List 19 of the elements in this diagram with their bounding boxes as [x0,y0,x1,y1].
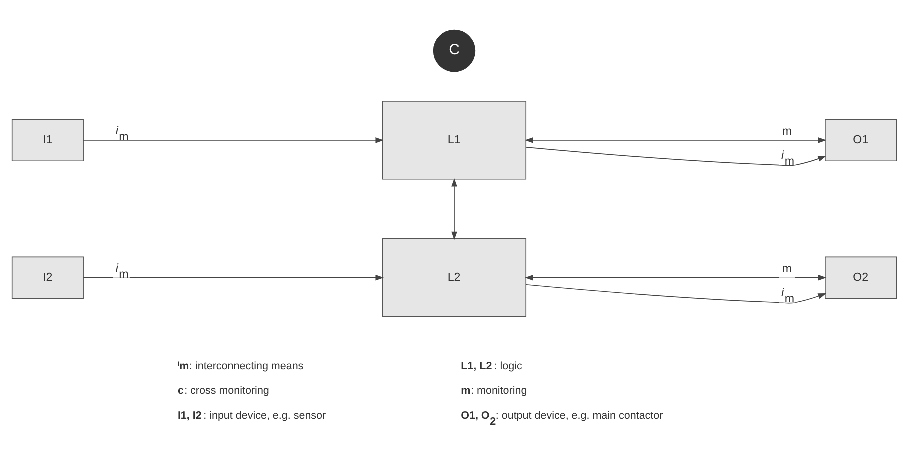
node-box: O2 [825,256,898,299]
arrow [83,274,384,281]
node-box: I1 [12,119,84,162]
edge-label: m [782,126,792,138]
node-box: O1 [825,119,898,162]
node-box: L1 [382,101,527,180]
arrow [452,178,458,240]
label: L1, L2: logic [461,360,522,372]
node-box: L2 [382,238,527,318]
label: m: monitoring [461,385,528,398]
label: c: cross monitoring [178,385,270,398]
arrow [525,274,827,281]
node-box: I2 [12,256,84,299]
edge-label: m [782,264,792,276]
label: $^{i}$m: interconnecting means [178,360,304,372]
node-circle: C [433,30,476,72]
label: I1, I2: input device, e.g. sensor [178,410,326,422]
arrow [525,138,827,144]
arrow [83,138,384,144]
